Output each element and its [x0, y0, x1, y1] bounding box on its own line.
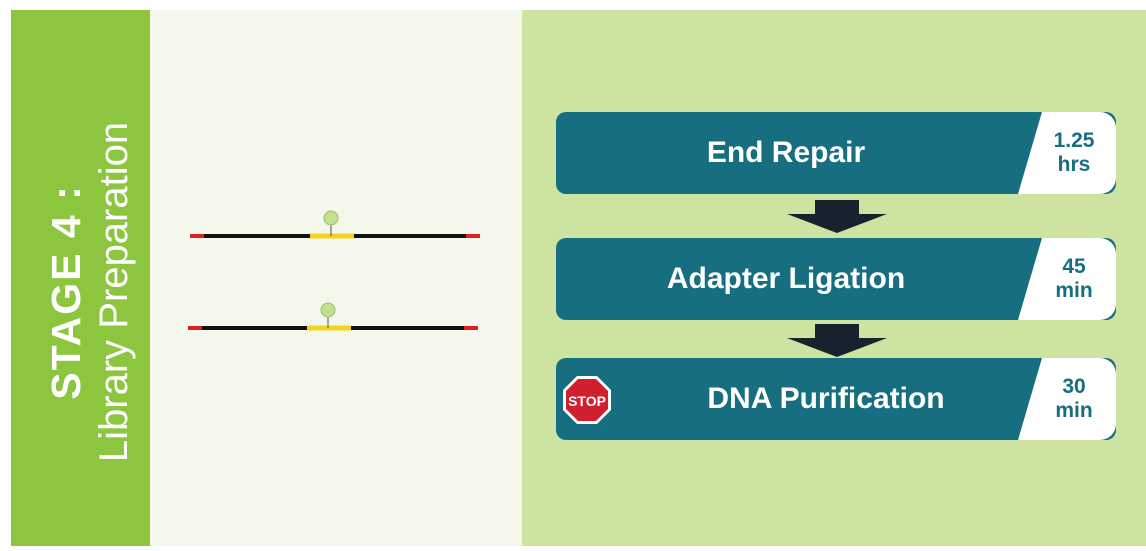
stage-sidebar: STAGE 4 : Library Preparation: [11, 10, 150, 546]
step-end-repair: End Repair 1.25 hrs: [556, 112, 1116, 194]
stage-title: STAGE 4 :: [43, 184, 89, 400]
dna-strands-graphic: [188, 210, 480, 331]
step-label: End Repair: [706, 136, 866, 169]
step-label: Adapter Ligation: [666, 262, 906, 295]
down-arrow-icon: [787, 200, 887, 233]
step-duration: 1.25 hrs: [1053, 129, 1095, 176]
dna-illustration-panel: [150, 10, 522, 546]
dna-strand-bottom: [188, 302, 478, 331]
stage-heading: STAGE 4 : Library Preparation: [43, 122, 139, 462]
step-duration: 45 min: [1055, 255, 1093, 302]
down-arrow-icon: [787, 324, 887, 357]
stage-subtitle: Library Preparation: [92, 121, 136, 463]
step-adapter-ligation: Adapter Ligation 45 min: [556, 238, 1116, 320]
step-dna-purification: DNA Purification 30 min STOP: [556, 358, 1116, 440]
stop-sign-icon: STOP: [563, 376, 611, 424]
marker-bead: [323, 210, 339, 226]
stop-sign-text: STOP: [568, 393, 606, 409]
marker-bead: [320, 302, 336, 318]
step-label: DNA Purification: [707, 382, 945, 415]
dna-strand-top: [190, 210, 480, 239]
step-duration: 30 min: [1055, 375, 1093, 422]
